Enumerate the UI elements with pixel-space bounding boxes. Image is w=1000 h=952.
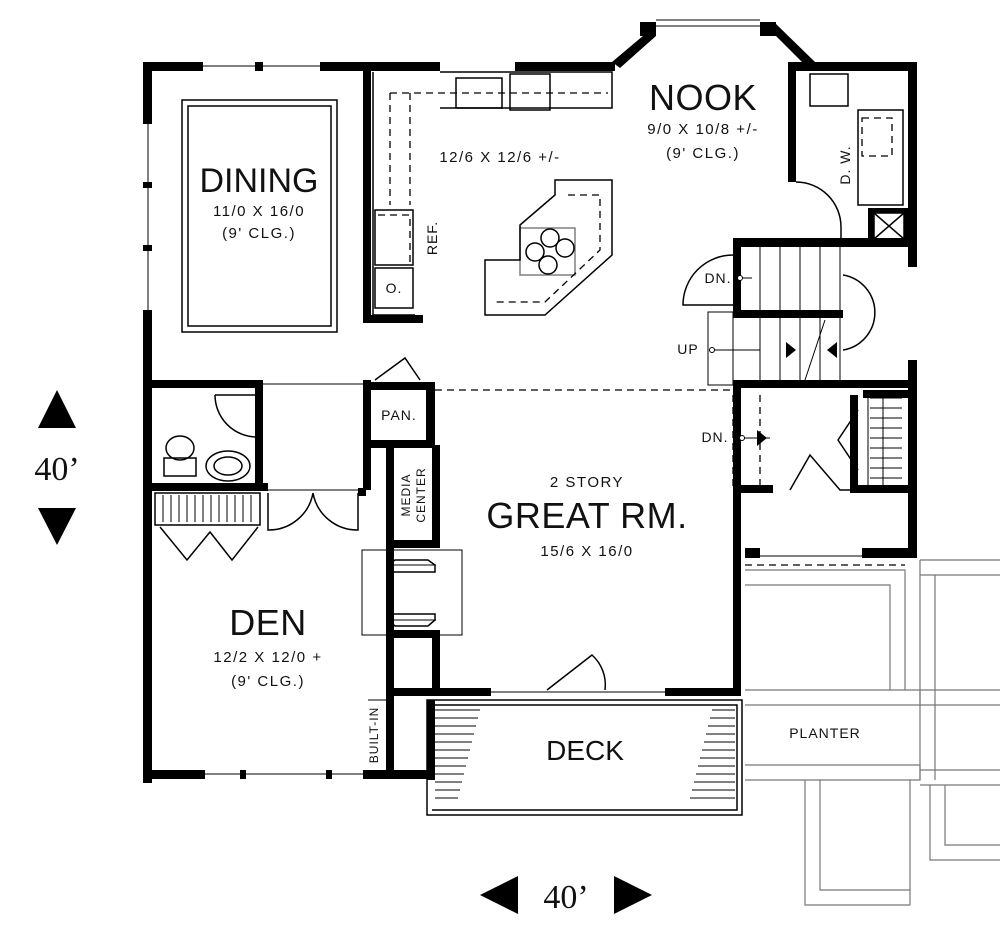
media-label-line2: CENTER xyxy=(414,467,428,522)
den xyxy=(143,488,433,779)
powder-bath xyxy=(143,388,268,783)
staircase xyxy=(682,238,917,495)
stair-labels: DN. UP DN. xyxy=(677,270,731,445)
nook xyxy=(612,19,842,238)
stair-up-label: UP xyxy=(677,341,698,357)
arrow-left-icon xyxy=(480,876,518,914)
dining-name: DINING xyxy=(200,162,319,200)
built-in-label: BUILT-IN xyxy=(367,707,381,763)
den-ceiling: (9' CLG.) xyxy=(231,673,305,690)
stair-down-lower-label: DN. xyxy=(701,429,728,445)
ref-label: REF. xyxy=(424,221,440,255)
great-room-note: 2 STORY xyxy=(550,474,624,491)
den-size: 12/2 X 12/0 + xyxy=(213,649,322,666)
great-room-size: 15/6 X 16/0 xyxy=(540,543,633,560)
arrow-down-icon xyxy=(38,508,76,545)
dining-room xyxy=(143,62,440,395)
great-room-name: GREAT RM. xyxy=(486,495,687,536)
entry-closet xyxy=(732,388,917,566)
dining-size: 11/0 X 16/0 xyxy=(213,203,305,220)
utility-area xyxy=(796,62,917,267)
arrow-right-icon xyxy=(614,876,652,914)
wall-dining-bath xyxy=(143,380,263,388)
kitchen xyxy=(372,62,615,316)
dimension-arrows xyxy=(38,390,652,914)
media-label-line1: MEDIA xyxy=(399,473,413,516)
nook-ceiling: (9' CLG.) xyxy=(666,145,740,162)
pantry-label: PAN. xyxy=(381,407,417,423)
dining-ceiling: (9' CLG.) xyxy=(222,225,296,242)
stair-down-upper-label: DN. xyxy=(704,270,731,286)
arrow-up-icon xyxy=(38,390,76,428)
deck xyxy=(426,555,743,816)
wall-dining-kitchen xyxy=(363,70,371,315)
outside-landscape xyxy=(745,559,1000,906)
nook-name: NOOK xyxy=(649,77,757,118)
room-labels: DINING 11/0 X 16/0 (9' CLG.) 12/6 X 12/6… xyxy=(200,77,861,766)
planter-name: PLANTER xyxy=(789,725,861,741)
kitchen-size: 12/6 X 12/6 +/- xyxy=(439,149,560,166)
nook-size: 9/0 X 10/8 +/- xyxy=(647,121,758,138)
overall-width-label: 40’ xyxy=(543,879,588,916)
fixture-labels: REF. O. PAN. MEDIA CENTER BUILT-IN D. W. xyxy=(367,145,853,763)
overall-depth-label: 40’ xyxy=(34,451,79,488)
dishwasher-label: D. W. xyxy=(837,145,853,184)
den-name: DEN xyxy=(229,602,307,643)
oven-label: O. xyxy=(386,280,403,296)
central-walls xyxy=(361,315,733,696)
overall-dimensions: 40’ 40’ xyxy=(34,451,588,916)
deck-name: DECK xyxy=(546,735,624,766)
